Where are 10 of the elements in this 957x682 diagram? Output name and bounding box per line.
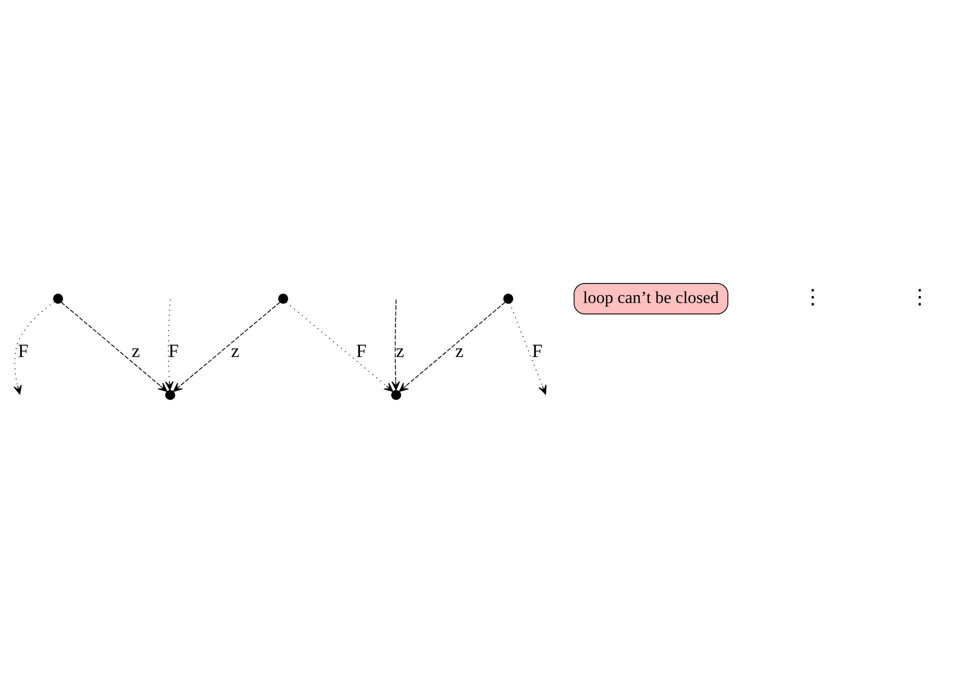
edge-label: F — [356, 340, 367, 362]
edge-label: z — [396, 340, 404, 362]
edge-label: F — [532, 340, 542, 362]
label: ⋮ — [909, 286, 930, 308]
edge-label: F — [168, 340, 179, 362]
edge-label: z — [231, 340, 240, 362]
edge-label: z — [132, 340, 140, 362]
edge-label: F — [18, 340, 28, 362]
label: ⋮ — [802, 286, 822, 308]
edge-label: z — [455, 340, 464, 362]
